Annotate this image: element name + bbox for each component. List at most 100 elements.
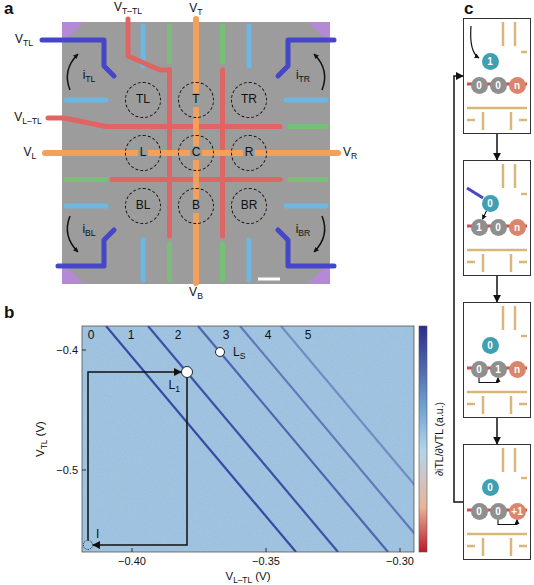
point-label: L1 xyxy=(169,379,180,392)
occupation-number: 0 xyxy=(495,222,501,233)
label-anchor: VR xyxy=(343,146,357,159)
current-label: iBR xyxy=(296,223,311,236)
sequence-step-box: 010n xyxy=(463,160,531,276)
label-anchor: −0.30 xyxy=(386,555,414,567)
transition-line xyxy=(281,326,414,552)
label-anchor: VT xyxy=(189,2,202,15)
label-anchor: LS xyxy=(233,346,245,359)
scale-bar xyxy=(258,278,280,281)
gate-line xyxy=(247,240,252,280)
subscript: TL xyxy=(85,74,95,84)
gate-voltage-label: VT xyxy=(189,2,202,15)
connector-arrow xyxy=(93,378,187,545)
dot-circle: 0 xyxy=(471,77,488,94)
subscript: B xyxy=(197,291,203,301)
label-anchor: VTL (V) xyxy=(34,421,47,457)
label-anchor: 2 xyxy=(175,329,182,342)
label-anchor: ∂iTL/∂VTL (a.u.) xyxy=(434,402,446,476)
occupation-number: 0 xyxy=(495,506,501,517)
occupation-number: 0 xyxy=(476,364,482,375)
gate-voltage-label: VTL xyxy=(15,33,33,46)
current-label: iBL xyxy=(82,223,95,236)
dot-label: T xyxy=(190,93,201,106)
sequence-step-box: 100n xyxy=(463,18,531,134)
label-anchor: L1 xyxy=(169,379,180,392)
gate-line xyxy=(141,240,146,280)
tick-label: −0.35 xyxy=(252,555,280,567)
gate-line xyxy=(290,124,326,129)
tick-label: −0.5 xyxy=(56,464,78,476)
label-anchor: −0.40 xyxy=(118,555,146,567)
dot-circle: 0 xyxy=(490,219,507,236)
subscript: BR xyxy=(298,228,310,238)
gate-line xyxy=(286,204,326,209)
label-anchor: VL–TL (V) xyxy=(225,570,270,583)
occupation-number: 0 xyxy=(476,80,482,91)
reservoir-gates xyxy=(42,40,334,266)
occupation-number: 0 xyxy=(487,198,493,209)
dot-circle: 0 xyxy=(471,503,488,520)
label-anchor: iTR xyxy=(296,69,310,82)
label-anchor: −0.5 xyxy=(56,464,78,476)
panel-letter: b xyxy=(4,304,14,323)
transition-line xyxy=(198,326,388,552)
panel-letter: a xyxy=(4,0,13,19)
tick-label: −0.4 xyxy=(56,344,78,356)
label-anchor: 3 xyxy=(223,329,230,342)
plot-background xyxy=(82,326,414,552)
connector-arrow xyxy=(496,418,498,444)
quantum-dot: L xyxy=(125,135,161,171)
charge-number: 5 xyxy=(305,329,312,342)
gate-line xyxy=(66,177,106,182)
dot-circle: 0 xyxy=(490,503,507,520)
charge-number: 1 xyxy=(128,329,135,342)
occupation-number: n xyxy=(514,222,520,233)
dot-circle: 0 xyxy=(471,361,488,378)
dot-label: BL xyxy=(134,199,153,212)
point-label: I xyxy=(96,528,99,541)
central-gates xyxy=(45,19,338,283)
dot-circle: 1 xyxy=(471,219,488,236)
label-anchor: 1 xyxy=(128,329,135,342)
label-anchor: iBL xyxy=(82,223,95,236)
subscript: TL xyxy=(39,440,48,450)
quantum-dot: BR xyxy=(231,188,267,224)
label-anchor: VB xyxy=(189,286,203,299)
label-anchor: b xyxy=(4,304,14,323)
dot-circle: 0 xyxy=(482,479,499,496)
gate-voltage-label: VB xyxy=(189,286,203,299)
charge-number: 2 xyxy=(175,329,182,342)
dot-circle: n xyxy=(509,219,526,236)
dot-circle: 0 xyxy=(490,77,507,94)
subscript: L xyxy=(32,151,37,161)
subscript: S xyxy=(240,351,246,361)
colorbar xyxy=(419,326,427,552)
gate-line xyxy=(278,40,334,76)
label-anchor: VTL xyxy=(15,33,33,46)
dot-circle: n xyxy=(509,361,526,378)
dot-circle: 1 xyxy=(490,361,507,378)
ticks xyxy=(82,350,400,552)
dot-label: TR xyxy=(239,93,259,106)
gate-line xyxy=(247,26,252,66)
tick-label: −0.40 xyxy=(118,555,146,567)
axis-title: VTL (V) xyxy=(34,421,47,457)
quantum-dot: B xyxy=(178,188,214,224)
gate-line xyxy=(220,244,225,280)
gate-line xyxy=(286,98,326,103)
connector-arrow xyxy=(496,134,498,160)
label-anchor: 4 xyxy=(265,329,272,342)
dot-circle: n xyxy=(509,77,526,94)
marker-circle: LS xyxy=(215,347,225,357)
occupation-number: n xyxy=(514,364,520,375)
connector-arrow xyxy=(454,76,463,502)
current-arrows xyxy=(67,54,324,252)
dot-label: R xyxy=(243,146,256,159)
quantum-dot: TR xyxy=(231,82,267,118)
connector-arrow xyxy=(498,520,517,525)
connector-arrow xyxy=(483,211,487,220)
connector-arrow xyxy=(88,372,181,540)
tick xyxy=(400,548,401,552)
colorbar-title: ∂iTL/∂VTL (a.u.) xyxy=(434,402,446,476)
